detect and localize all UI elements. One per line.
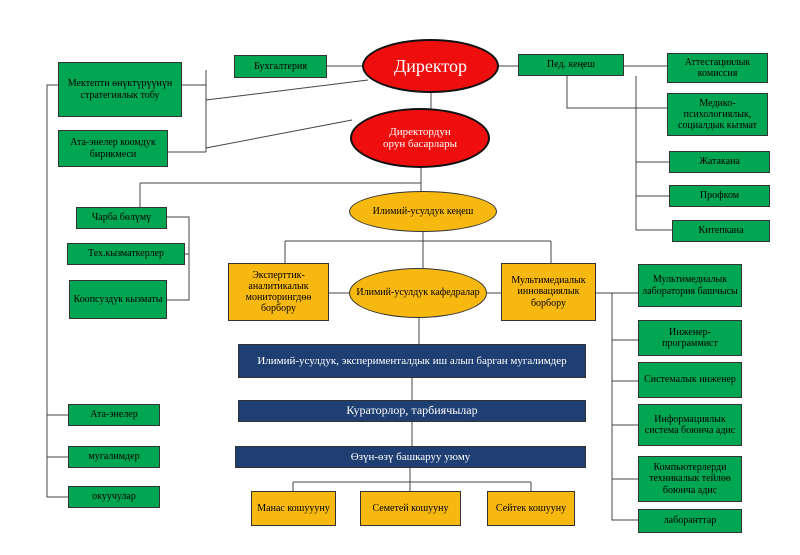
union-label: Профком [699,190,740,202]
house-seytek-label: Сейтек кошууну [495,502,567,514]
house-semetey-label: Семетей кошууну [372,502,449,514]
self-gov-bar-label: Өзүн-өзү башкаруу уюму [350,450,471,463]
library-label: Китепкана [698,225,744,237]
economy-label: Чарба бөлүмү [91,212,152,224]
mm-programmer: Инженер-программист [638,320,742,356]
right-box-union: Профком [669,185,770,207]
parents-community-label: Ата-энелер коомдук бирикмеси [70,137,156,160]
parents-label: Ата-энелер [90,409,138,421]
right-box-medical: Медико-психологиялык, социалдык кызмат [667,93,768,136]
left-support-security: Коопсуздук кызматы [69,280,167,319]
left-bottom-parents: Ата-энелер [68,404,160,426]
left-bottom-teachers: мугалимдер [68,446,160,468]
medical-label: Медико-психологиялык, социалдык кызмат [677,97,758,132]
multimedia-center-box: Мультимедиалык инновациялык борбору [501,263,596,321]
parents-community-box: Ата-энелер коомдук бирикмеси [58,130,168,167]
departments-ellipse: Илимий-усулдук кафедралар [349,268,487,318]
right-box-dormitory: Жатакана [669,151,770,173]
house-seytek: Сейтек кошууну [487,491,575,526]
left-bottom-students: окуучулар [68,486,160,508]
teachers-bar: Илимий-усулдук, эксперименталдык иш алып… [238,344,586,378]
mm-info-specialist: Информациялык система боюнча адис [638,404,742,446]
director-label: Директор [393,55,468,76]
house-manas-label: Манас кошуууну [257,502,330,514]
mm-computer-specialist: Компьютерлерди техникалык тейлөө боюнча … [638,456,742,502]
right-box-attestation: Аттестациялык комиссия [667,53,768,83]
departments-label: Илимий-усулдук кафедралар [356,287,480,299]
security-label: Коопсуздук кызматы [73,293,163,305]
director-ellipse: Директор [362,39,499,93]
tech-staff-label: Тех.кызматкерлер [87,248,165,260]
left-support-tech: Тех.кызматкерлер [67,243,185,265]
accounting-label: Бухгалтерия [254,60,307,72]
mm-computer-specialist-label: Компьютерлерди техникалык тейлөө боюнча … [649,462,731,496]
deputies-ellipse: Директордун орун басарлары [350,108,490,168]
science-council-ellipse: Илимий-усулдук кеңеш [349,191,497,232]
strategy-group-label: Мектепти өнүктүрүүнүн стратегиялык тобу [67,78,173,101]
attestation-label: Аттестациялык комиссия [684,56,751,79]
mm-lab-head-label: Мультимедиалык лаборатория башчысы [642,274,738,297]
students-label: окуучулар [92,491,136,503]
strategy-group-box: Мектепти өнүктүрүүнүн стратегиялык тобу [58,62,182,117]
house-manas: Манас кошуууну [251,491,336,526]
science-council-label: Илимий-усулдук кеңеш [372,205,474,217]
multimedia-center-label: Мультимедиалык инновациялык борбору [511,275,586,309]
mm-lab-assistants: лаборанттар [638,509,742,533]
teachers-label: мугалимдер [88,451,140,463]
right-box-library: Китепкана [672,220,770,242]
accounting-box: Бухгалтерия [234,55,327,78]
mm-lab-head: Мультимедиалык лаборатория башчысы [638,264,742,307]
mm-sys-engineer-label: Системалык инженер [644,374,736,386]
house-semetey: Семетей кошууну [360,491,461,526]
mm-sys-engineer: Системалык инженер [638,362,742,398]
expert-center-label: Эксперттик-аналитикалык мониторингдөө бо… [245,269,312,315]
ped-council-box: Пед. кеңеш [518,54,624,76]
expert-center-box: Эксперттик-аналитикалык мониторингдөө бо… [228,263,329,321]
curators-bar-label: Кураторлор, тарбиячылар [346,403,478,418]
teachers-bar-label: Илимий-усулдук, эксперименталдык иш алып… [257,354,567,367]
self-gov-bar: Өзүн-өзү башкаруу уюму [235,446,586,468]
ped-council-label: Пед. кеңеш [546,59,596,71]
mm-programmer-label: Инженер-программист [662,326,718,349]
dormitory-label: Жатакана [699,156,740,168]
left-support-economy: Чарба бөлүмү [76,207,167,229]
mm-lab-assistants-label: лаборанттар [663,515,717,527]
deputies-label: Директордун орун басарлары [383,125,457,150]
mm-info-specialist-label: Информациялык система боюнча адис [644,413,736,436]
curators-bar: Кураторлор, тарбиячылар [238,400,586,422]
